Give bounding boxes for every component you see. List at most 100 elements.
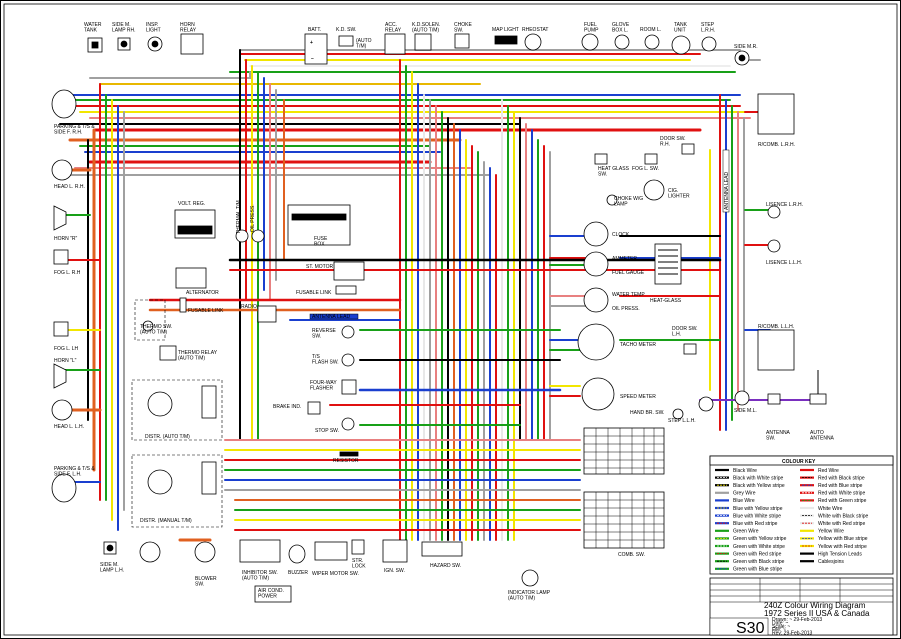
title-line1: 240Z Colour Wiring Diagram [764,601,866,610]
room-l-label: ROOM L. [640,27,661,33]
batt-label: BATT. [308,27,321,33]
volt-reg: VOLT. REG. [174,201,216,239]
comb-sw-label: COMB. SW. [618,552,645,558]
r-comb-lrh-label: R/COMB. L.R.H. [758,142,795,148]
door-sw-lh-label: DOOR SW.L.H. [672,326,698,338]
speed-meter: SPEED METER [581,377,656,411]
thermo-sw-label: THERMO SW.(AUTO T/M) [140,324,172,336]
key-label: Red Wire [818,468,839,474]
fusable-link-label: FUSABLE LINK [296,290,332,296]
key-label: Red with Blue stripe [818,483,863,489]
door-sw-lh: DOOR SW.L.H. [672,326,698,355]
alternator: ALTERNATOR [175,267,219,296]
svg-text:+: + [310,40,313,46]
kd-solen-label: K.D.SOLEN.(AUTO T/M) [412,22,440,34]
water-temp-label: WATER TEMP [612,292,645,298]
key-label: Green with White stripe [733,544,785,550]
distr-manual: DISTR. (MANUAL T/M) [131,454,223,528]
key-label: Red with White stripe [818,491,865,497]
key-label: High Tension Leads [818,551,862,557]
thermal-tm-label: THERMAL T/M [236,200,242,234]
rheostat-label: RHEOSTAT [522,27,548,33]
license-llh: LISENCE L.L.H. [766,239,802,266]
key-label: Green with Yellow stripe [733,536,787,542]
inhibitor-sw: INHIBITOR SW.(AUTO T/M) [239,539,281,582]
key-label: Black Wire [733,468,757,474]
cig-lighter: CIG.LIGHTER [643,179,690,201]
ign-sw-label: IGN. SW. [384,568,405,574]
thermal-meter: THERMAL T/M OIL PRESS. [235,200,265,243]
side-ml-label: SIDE M.L. [734,408,757,414]
key-label: Blue with Yellow stripe [733,506,783,512]
key-label: Yellow Wire [818,529,844,535]
side-m-lamp-lh: SIDE M.LAMP L.H. [100,541,124,574]
parking-ts-side-flh: PARKING & T/S &SIDE F. L.H. [51,466,95,503]
key-label: Blue Wire [733,498,755,504]
air-cond-power: AIR COND.POWER [254,585,292,603]
hazard-sw-label: HAZARD SW. [430,563,461,569]
horn-r: HORN "R" [53,205,77,242]
wire-harness [58,49,821,542]
key-label: White with Black stripe [818,513,869,519]
stop-sw: STOP SW. [315,417,355,434]
key-label: White Wire [818,506,843,512]
key-label: Green with Red stripe [733,551,782,557]
ammeter: AMMETER FUEL GAUGE [583,251,645,277]
fusable-link2-label: FUSABLE LINK [188,308,224,314]
key-label: Black with Yellow stripe [733,483,785,489]
ammeter-label: AMMETER [612,256,637,262]
battery: + − BATT. [304,27,328,65]
oil-press-gauge-label: OIL PRESS. [612,306,640,312]
head-l-lh: HEAD L. L.H. [51,399,84,430]
radio: RADIO [241,304,277,323]
indicator-lamp: INDICATOR LAMP(AUTO T/M) [508,569,551,602]
license-lrh-label: LISENCE L.R.H. [766,202,803,208]
clock: CLOCK [583,221,630,247]
step-llh: STEP L.L.H. [668,396,714,424]
thermo-relay: THERMO RELAY(AUTO T/M) [159,345,218,362]
head-l-rh: HEAD L. R.H. [51,159,85,190]
resistor-label: RESISTOR [333,458,359,464]
thermo-relay-label: THERMO RELAY(AUTO T/M) [178,350,218,362]
side-m-lamp-rh-label: SIDE M.LAMP RH. [112,22,136,34]
cig-lighter-label: CIG.LIGHTER [668,188,690,200]
left-components: PARKING & T/S &SIDE F. R.H. HEAD L. R.H.… [51,89,124,574]
radio-label: RADIO [241,304,257,310]
distr-manual-label: DISTR. (MANUAL T/M) [140,518,192,524]
title-meta-line: Scale: ~ [772,624,790,630]
ign-sw: IGN. SW. [382,539,408,574]
horn-r-label: HORN "R" [54,236,77,242]
oil-press-label: OIL PRESS. [250,204,256,232]
title-meta-line: Rev: 29-Feb-2013 [772,631,813,637]
license-lrh: LISENCE L.R.H. [766,202,803,219]
key-label: Green with Blue stripe [733,567,782,573]
insp-light: INSP.LIGHT [146,22,163,52]
brake-ind-label: BRAKE IND. [273,404,301,410]
step-llh-label: STEP L.L.H. [668,418,696,424]
r-comb-llh-label: R/COMB. L.L.H. [758,324,794,330]
